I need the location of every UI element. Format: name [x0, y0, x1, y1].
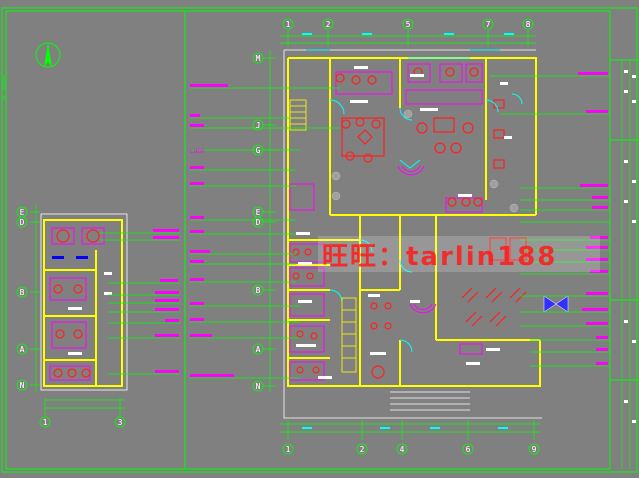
- axis-label: 5: [406, 20, 411, 29]
- axis-bubble: [252, 144, 264, 156]
- axis-bubble: [356, 443, 368, 455]
- axis-label: B: [20, 288, 25, 297]
- main-dimension-lines: [262, 30, 540, 440]
- title-block: [621, 60, 636, 469]
- axis-bubble: [528, 443, 540, 455]
- axis-bubble: [482, 18, 494, 30]
- axis-label: 1: [286, 20, 291, 29]
- axis-label: N: [256, 382, 261, 391]
- right-annotation-texts: [578, 72, 608, 365]
- main-walls: [287, 57, 541, 387]
- watermark: 旺旺：tarlin188: [318, 236, 600, 272]
- left-annotation-texts: [190, 84, 234, 377]
- staircase: [289, 99, 357, 373]
- axis-bubble: [462, 443, 474, 455]
- small-plan-furniture: [49, 227, 105, 381]
- axis-label: 9: [532, 445, 537, 454]
- axis-label: E: [256, 208, 261, 217]
- axis-bubble: [252, 343, 264, 355]
- main-plan-axis-top: 1 2 5 7 8: [282, 18, 534, 30]
- axis-label: J: [256, 121, 261, 130]
- axis-label: D: [256, 218, 261, 227]
- axis-bubble: [16, 286, 28, 298]
- axis-label: E: [20, 208, 25, 217]
- main-plan-axis-bottom: 1 2 4 6 9: [282, 443, 540, 455]
- axis-label: 1: [286, 445, 291, 454]
- left-leaders: [190, 87, 340, 379]
- axis-label: G: [256, 146, 261, 155]
- axis-label: D: [20, 218, 25, 227]
- axis-bubble: [16, 379, 28, 391]
- axis-bubble: [282, 18, 294, 30]
- main-floor-plan: LOGO: [190, 18, 610, 455]
- small-plan-axis-left: ED B A N: [16, 206, 28, 391]
- axis-label: M: [256, 54, 261, 63]
- axis-label: 7: [486, 20, 491, 29]
- north-arrow-icon: [35, 42, 61, 68]
- axis-bubble: [16, 343, 28, 355]
- main-doors: [306, 49, 523, 353]
- axis-label: 3: [118, 418, 123, 427]
- room-labels: [296, 66, 512, 379]
- axis-bubble: [252, 284, 264, 296]
- axis-label: A: [256, 345, 261, 354]
- main-chairs: [292, 67, 527, 379]
- axis-bubble: [522, 18, 534, 30]
- axis-label: B: [256, 286, 261, 295]
- main-furniture: [289, 63, 483, 381]
- axis-label: N: [20, 381, 25, 390]
- axis-bubble: [114, 416, 126, 428]
- axis-bubble: [39, 416, 51, 428]
- axis-bubble: [252, 380, 264, 392]
- axis-label: 6: [466, 445, 471, 454]
- logo-label: LOGO: [190, 148, 205, 155]
- axis-label: 2: [360, 445, 365, 454]
- right-leaders: [490, 75, 610, 367]
- watermark-text: 旺旺：tarlin188: [322, 242, 557, 272]
- axis-label: 4: [400, 445, 405, 454]
- axis-bubble: [282, 443, 294, 455]
- axis-bubble: [322, 18, 334, 30]
- axis-bubble: [252, 119, 264, 131]
- axis-bubble: [402, 18, 414, 30]
- axis-label: 8: [526, 20, 531, 29]
- axis-bubble: [16, 216, 28, 228]
- axis-bubble: [252, 216, 264, 228]
- axis-label: 2: [326, 20, 331, 29]
- axis-bubble: [252, 52, 264, 64]
- axis-label: A: [20, 345, 25, 354]
- plants: [331, 109, 519, 213]
- axis-label: 1: [43, 418, 48, 427]
- main-plan-axis-left: M J G ED B A N: [252, 52, 264, 392]
- axis-bubble: [396, 443, 408, 455]
